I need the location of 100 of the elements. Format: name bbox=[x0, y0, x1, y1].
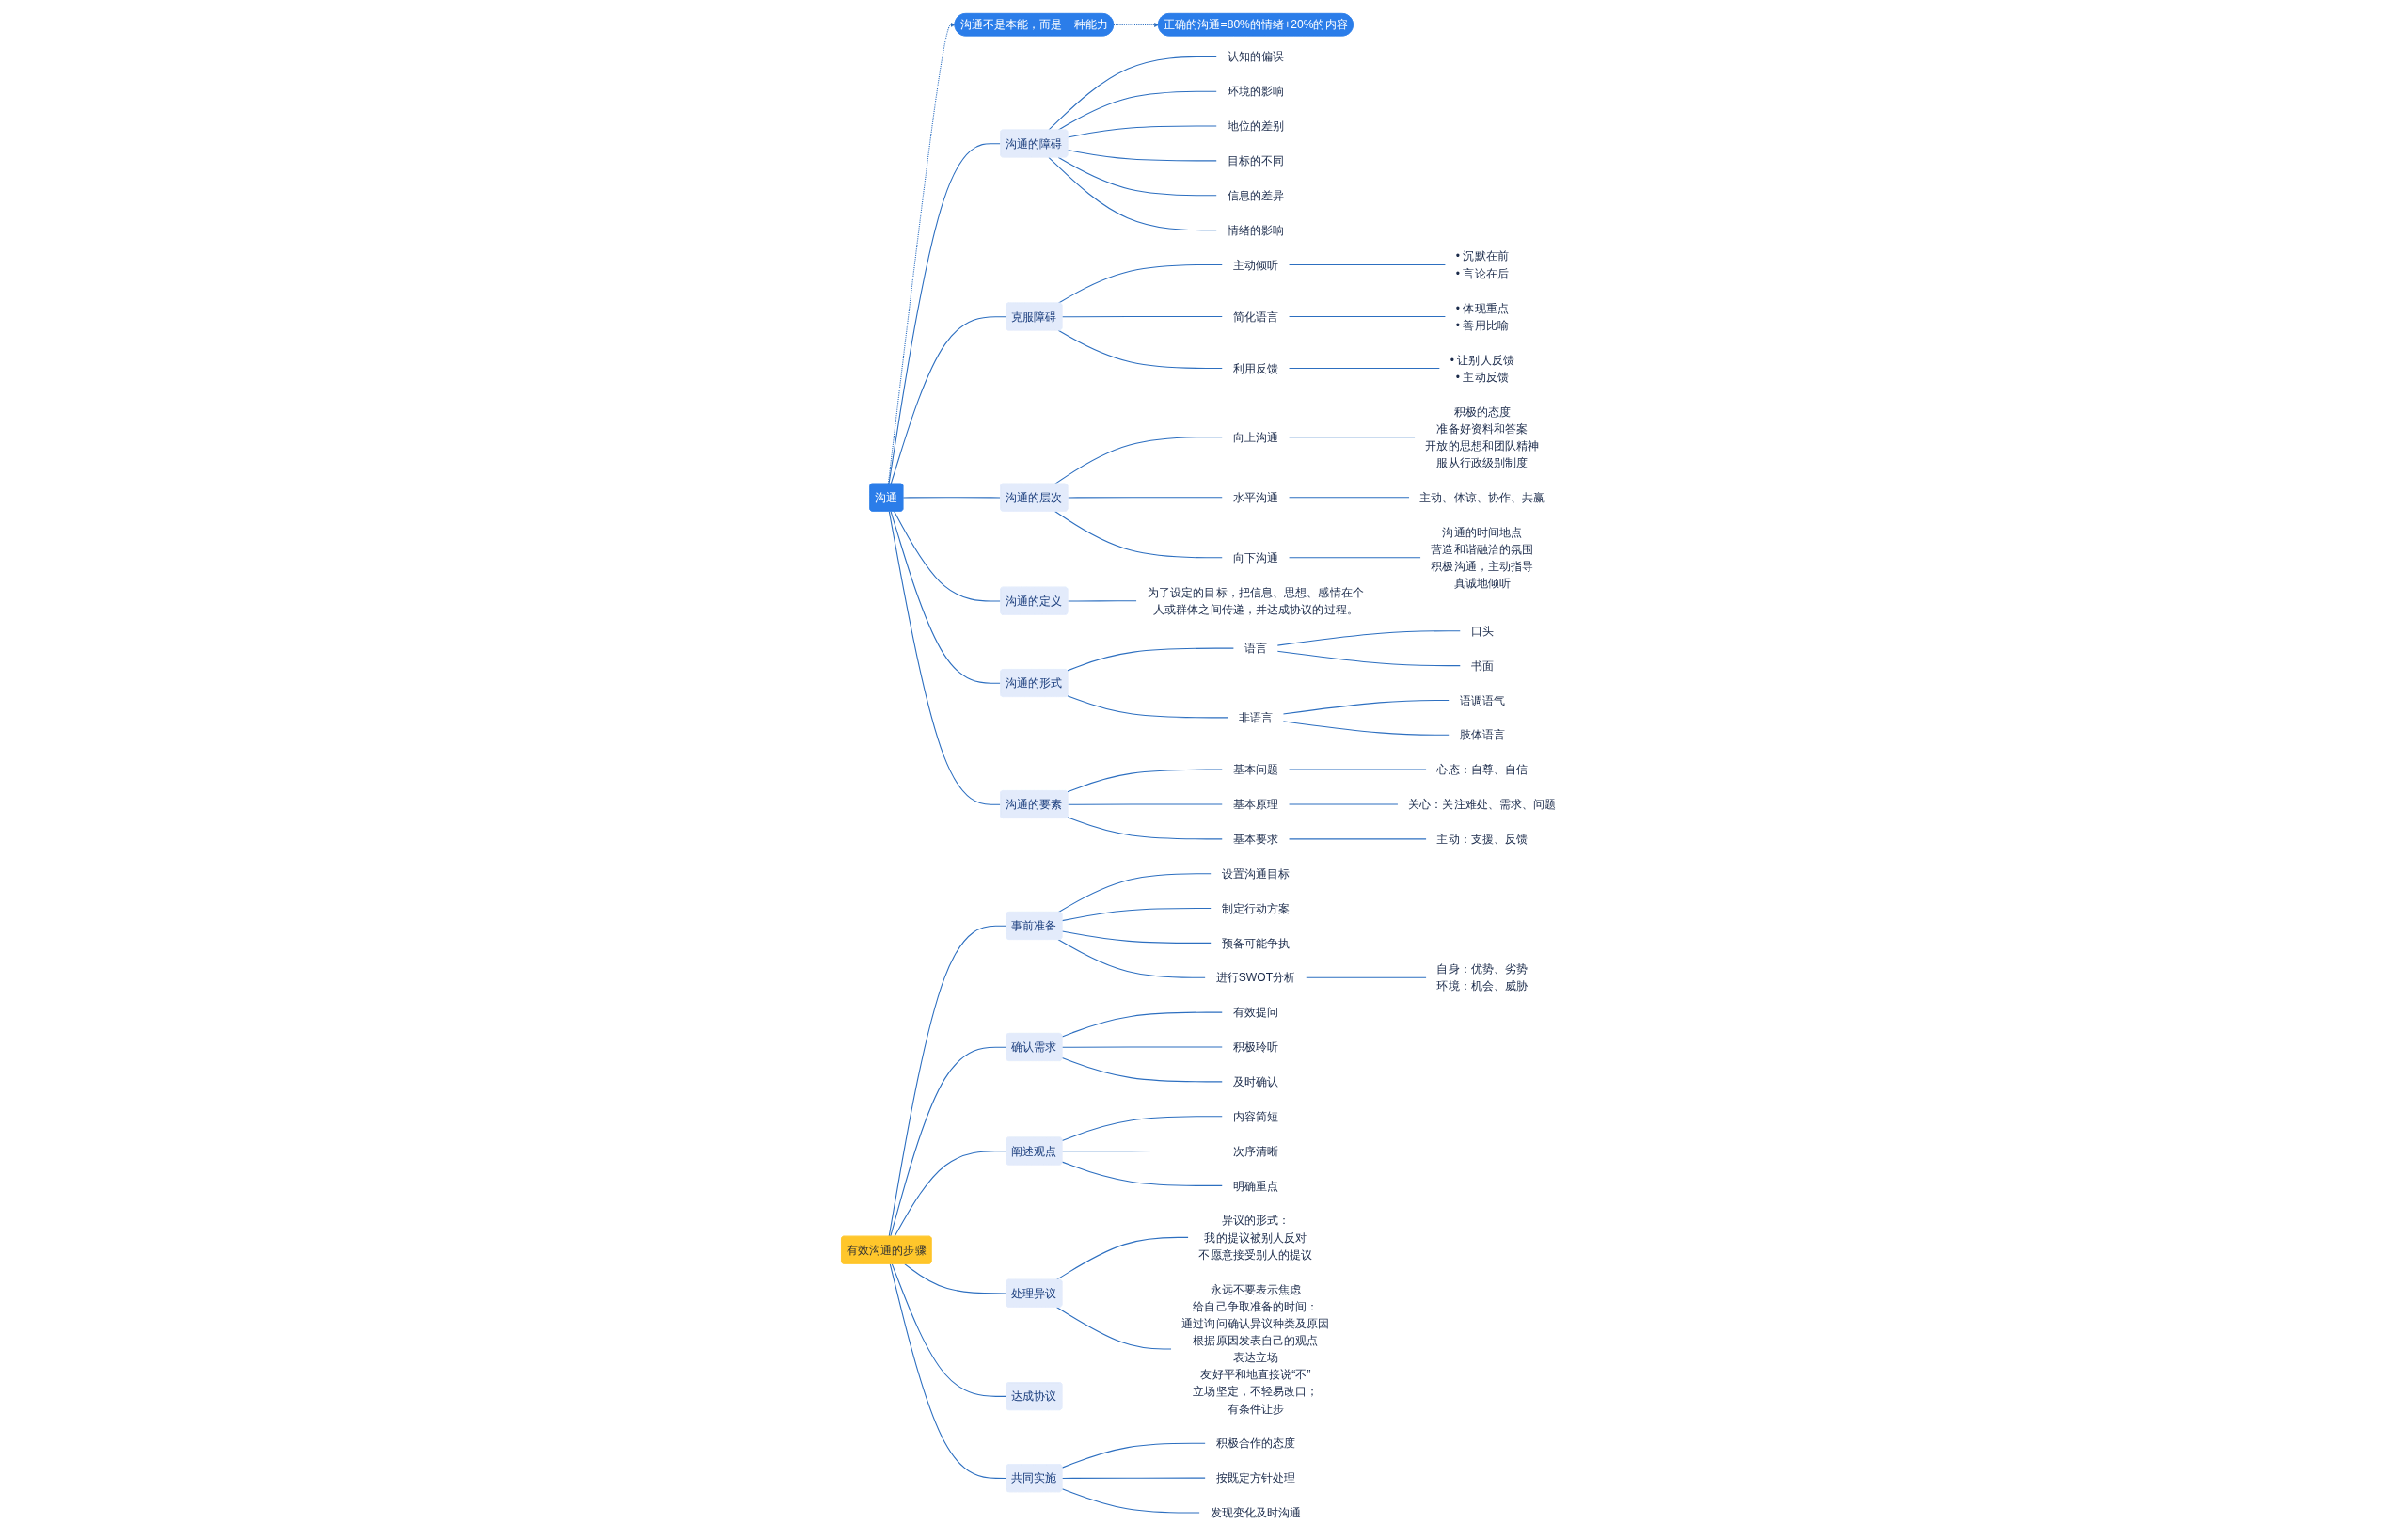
node-text: 明确重点 bbox=[1232, 1179, 1279, 1193]
node-text: 利用反馈 bbox=[1232, 361, 1279, 375]
connector bbox=[1048, 56, 1218, 131]
connector bbox=[890, 316, 1007, 484]
node-text: 书面 bbox=[1470, 659, 1494, 673]
node-text: 地位的差别 bbox=[1227, 119, 1285, 133]
connector bbox=[1061, 1057, 1224, 1083]
node-text: 主动倾听 bbox=[1232, 258, 1279, 272]
node-text: 基本要求 bbox=[1232, 832, 1279, 846]
node-text: 积极合作的态度 bbox=[1215, 1437, 1296, 1451]
connector bbox=[1061, 908, 1212, 922]
node-text: 肢体语言 bbox=[1459, 728, 1506, 742]
node-text: 次序清晰 bbox=[1232, 1144, 1279, 1158]
connector bbox=[1288, 497, 1410, 499]
connector bbox=[890, 1046, 1007, 1237]
node-text: 环境的影响 bbox=[1227, 85, 1285, 99]
connector bbox=[1067, 647, 1235, 672]
connector bbox=[1061, 1477, 1207, 1479]
node-text: 发现变化及时沟通 bbox=[1210, 1506, 1302, 1519]
node-text: 口头 bbox=[1470, 624, 1494, 638]
node-text: 为了设定的目标，把信息、思想、感情在个人或群体之间传递，并达成协议的过程。 bbox=[1147, 585, 1364, 616]
connector bbox=[1067, 769, 1224, 793]
connector bbox=[1061, 1151, 1224, 1152]
node-text: 向下沟通 bbox=[1232, 550, 1279, 564]
node-text: 信息的差异 bbox=[1227, 188, 1285, 202]
node-text: 预备可能争执 bbox=[1221, 936, 1291, 950]
node-text: 语调语气 bbox=[1459, 693, 1506, 707]
node-text: 内容简短 bbox=[1232, 1109, 1279, 1123]
connector bbox=[902, 497, 1002, 499]
node-text: 进行SWOT分析 bbox=[1215, 971, 1296, 985]
connector bbox=[1282, 721, 1450, 736]
connector bbox=[1057, 329, 1224, 369]
connector bbox=[1067, 150, 1218, 162]
connector bbox=[1288, 437, 1416, 438]
arrow bbox=[1113, 23, 1159, 27]
node-text: 心态：自尊、自信 bbox=[1436, 763, 1529, 777]
node-text: 简化语言 bbox=[1232, 310, 1279, 324]
connector bbox=[1057, 263, 1224, 304]
node-text: 按既定方针处理 bbox=[1215, 1471, 1296, 1485]
connector bbox=[1061, 1116, 1224, 1142]
connector bbox=[1067, 125, 1218, 138]
connector bbox=[1276, 650, 1462, 667]
node-text: 向上沟通 bbox=[1232, 430, 1279, 444]
connector bbox=[894, 1151, 1007, 1237]
connector bbox=[1054, 511, 1224, 559]
node-text: 设置沟通目标 bbox=[1221, 866, 1291, 881]
connector bbox=[1061, 1488, 1201, 1514]
connector bbox=[1055, 1236, 1189, 1280]
node-text: 有效提问 bbox=[1232, 1006, 1279, 1019]
connector bbox=[1288, 315, 1447, 317]
connector bbox=[1048, 156, 1218, 231]
connector bbox=[1057, 873, 1212, 913]
connector bbox=[889, 1263, 1007, 1479]
node-text: 积极聆听 bbox=[1232, 1040, 1279, 1054]
node-text: 制定行动方案 bbox=[1221, 901, 1291, 915]
arrow bbox=[887, 23, 956, 484]
connector bbox=[1061, 1161, 1224, 1186]
connector bbox=[1055, 1306, 1172, 1350]
connector bbox=[888, 925, 1007, 1237]
connector bbox=[1305, 976, 1427, 978]
node-text: • 沉默在前 • 言论在后 bbox=[1455, 249, 1509, 280]
node-text: 主动：支援、反馈 bbox=[1436, 832, 1529, 846]
node-text: 情绪的影响 bbox=[1227, 223, 1285, 237]
node-text: 基本原理 bbox=[1232, 798, 1279, 811]
connector bbox=[1276, 630, 1462, 646]
node-text: 积极的态度 准备好资料和答案 开放的思想和团队精神 服从行政级别制度 bbox=[1425, 405, 1540, 469]
connector bbox=[1057, 939, 1207, 978]
connector bbox=[1067, 817, 1224, 840]
connector bbox=[1067, 600, 1137, 602]
node-text: • 让别人反馈 • 主动反馈 bbox=[1450, 353, 1514, 384]
connector bbox=[891, 1263, 1007, 1397]
connector bbox=[888, 511, 1002, 805]
connector bbox=[1061, 930, 1212, 944]
node-text: 自身：优势、劣势 环境：机会、威胁 bbox=[1436, 962, 1529, 993]
node-text: 水平沟通 bbox=[1232, 490, 1279, 504]
connector bbox=[1067, 497, 1224, 499]
node-text: • 体现重点 • 善用比喻 bbox=[1455, 301, 1509, 332]
connector bbox=[1067, 803, 1224, 805]
node-text: 目标的不同 bbox=[1227, 154, 1285, 167]
node-text: 语言 bbox=[1244, 642, 1268, 656]
node-text: 基本问题 bbox=[1232, 763, 1279, 777]
connector bbox=[1067, 695, 1229, 719]
connector bbox=[1288, 838, 1427, 840]
connector bbox=[1288, 769, 1427, 770]
connector bbox=[890, 511, 1002, 684]
connector bbox=[1288, 263, 1447, 265]
connector bbox=[1061, 1046, 1224, 1048]
connector bbox=[1057, 156, 1218, 197]
connector bbox=[1061, 1011, 1224, 1038]
connector bbox=[894, 511, 1002, 602]
node-text: 永远不要表示焦虑 给自己争取准备的时间： 通过询问确认异议种类及原因 根据原因发表自己的观点 表达立场 友好平和地直接说“不” 立场坚定，不轻易改口； 有条件让步 bbox=[1181, 1282, 1330, 1416]
node-text: 非语言 bbox=[1238, 711, 1274, 724]
connector bbox=[904, 1263, 1007, 1294]
node-text: 及时确认 bbox=[1232, 1074, 1279, 1088]
connector bbox=[888, 143, 1002, 484]
node-text: 关心：关注难处、需求、问题 bbox=[1408, 798, 1557, 811]
node-text: 异议的形式： 我的提议被别人反对 不愿意接受别人的提议 bbox=[1198, 1214, 1313, 1262]
node-text: 主动、体谅、协作、共赢 bbox=[1419, 490, 1545, 504]
node-text: 沟通的时间地点 营造和谐融洽的氛围 积极沟通，主动指导 真诚地倾听 bbox=[1431, 525, 1534, 590]
node-text: 认知的偏误 bbox=[1227, 50, 1285, 64]
